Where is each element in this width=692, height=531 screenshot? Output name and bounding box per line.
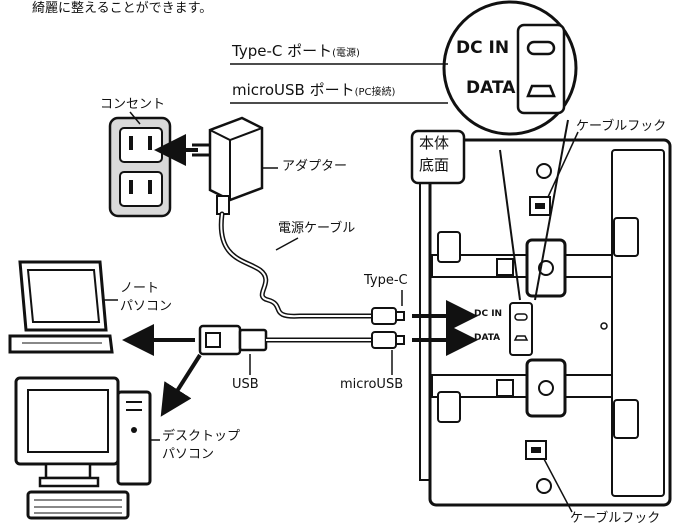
to-desktop-arrow (160, 353, 202, 417)
port-magnifier (442, 0, 578, 301)
notebook-label-line1: ノート (120, 281, 160, 296)
typec-port-paren: (電源) (332, 48, 360, 59)
microusb-port-main: microUSB ポート (232, 81, 355, 99)
adapter-label: アダプター (282, 159, 348, 174)
notebook-label-line2: パソコン (120, 299, 173, 314)
port-dc-in-small: DC IN (474, 309, 503, 319)
outlet-label: コンセント (100, 97, 166, 112)
microusb-port-paren: (PC接続) (354, 87, 396, 98)
port-data-small: DATA (474, 333, 501, 343)
typec-port-label: Type-C ポート(電源) (232, 44, 360, 59)
device-body (419, 138, 672, 507)
typec-label: Type-C (364, 273, 408, 288)
typec-port-main: Type-C ポート (232, 42, 333, 60)
microusb-label: microUSB (340, 377, 404, 392)
dc-in-label: DC IN (456, 38, 510, 58)
microusb-port-label: microUSB ポート(PC接続) (232, 83, 395, 98)
power-cable-label: 電源ケーブル (278, 221, 356, 236)
cable-hook-top-label: ケーブルフック (576, 119, 667, 134)
microusb-plug (371, 331, 397, 349)
body-bottom-line2: 底面 (419, 156, 450, 174)
typec-plug (371, 307, 397, 325)
desktop-label-line2: パソコン (162, 447, 215, 462)
desktop-pc-graphic (14, 376, 152, 520)
notebook-pc-graphic (8, 260, 114, 354)
intro-text: 綺麗に整えることができます。 (32, 1, 213, 16)
desktop-label-line1: デスクトップ (162, 429, 241, 444)
wall-outlet-graphic (108, 116, 172, 218)
data-label: DATA (466, 78, 516, 98)
cable-hook-bottom-label: ケーブルフック (570, 511, 661, 526)
usb-label: USB (232, 377, 259, 392)
body-bottom-box (410, 129, 466, 185)
body-bottom-line1: 本体 (419, 134, 450, 152)
adapter-graphic (208, 116, 264, 215)
